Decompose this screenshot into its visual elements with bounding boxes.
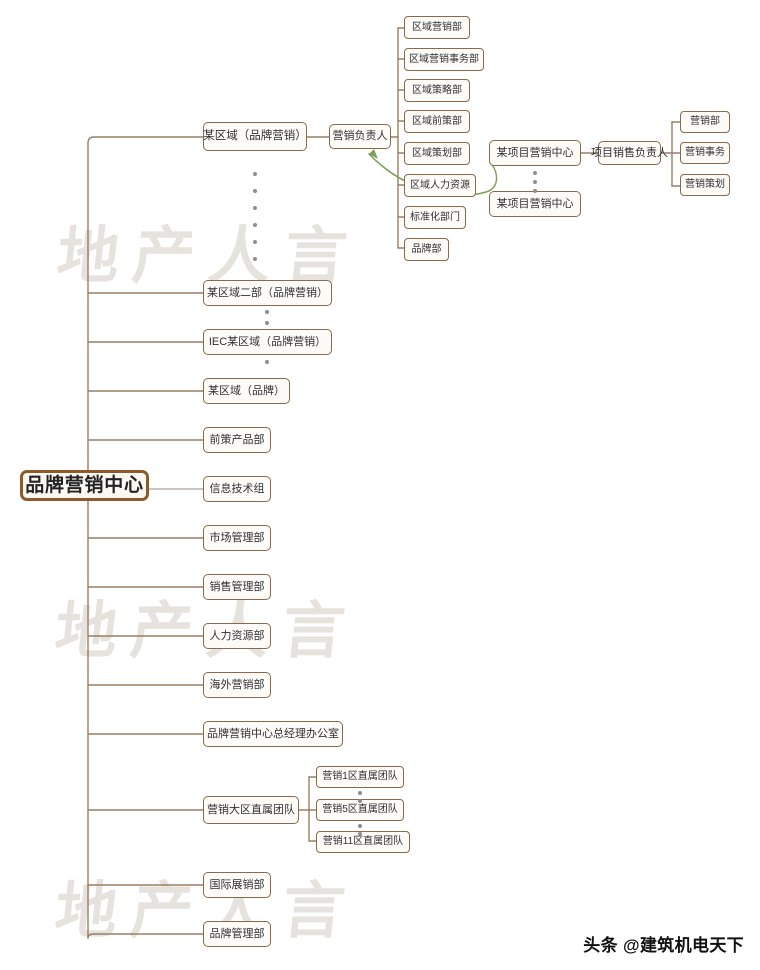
ellipsis-dots-project-centers [533, 171, 537, 193]
branch-node-label: 品牌营销中心总经理办公室 [207, 727, 339, 740]
region-dept-node-regional-hr[interactable]: 区域人力资源 [404, 174, 476, 197]
branch-node-label: 销售管理部 [209, 580, 265, 593]
branch-node-label: 某区域（品牌营销） [203, 129, 307, 142]
root-node-label: 品牌营销中心 [25, 474, 144, 496]
project-center-label: 某项目营销中心 [496, 197, 574, 210]
region-dept-label: 品牌部 [411, 243, 442, 255]
region-dept-node-regional-marketing-affairs[interactable]: 区域营销事务部 [404, 48, 484, 71]
region-dept-label: 区域人力资源 [410, 179, 470, 191]
region-dept-node-regional-pre-strategy[interactable]: 区域前策部 [404, 110, 470, 133]
branch-node-label: 海外营销部 [209, 678, 265, 691]
branch-node-market-management-dept[interactable]: 市场管理部 [203, 525, 271, 551]
marketing-lead-label: 营销负责人 [332, 130, 388, 143]
branch-node-region-brand[interactable]: 某区域（品牌） [203, 378, 290, 404]
region-dept-node-standardization[interactable]: 标准化部门 [404, 206, 466, 229]
regional-team-label: 营销11区直属团队 [322, 836, 404, 848]
branch-node-label: 前策产品部 [209, 433, 265, 446]
region-dept-label: 标准化部门 [410, 211, 460, 223]
branch-node-label: IEC某区域（品牌营销） [208, 335, 327, 348]
ellipsis-dots-regions [253, 172, 257, 261]
branch-node-it-group[interactable]: 信息技术组 [203, 476, 271, 502]
branch-node-label: 品牌管理部 [209, 927, 265, 940]
branch-node-international-exhibition-dept[interactable]: 国际展销部 [203, 872, 271, 898]
branch-node-pre-strategy-product-dept[interactable]: 前策产品部 [203, 427, 271, 453]
region-dept-label: 区域策略部 [412, 84, 462, 96]
region-dept-label: 区域营销部 [412, 21, 462, 33]
branch-node-label: 人力资源部 [209, 629, 265, 642]
branch-node-region-brand-marketing[interactable]: 某区域（品牌营销） [203, 122, 307, 151]
project-sales-lead-label: 项目销售负责人 [591, 146, 668, 159]
project-dept-label: 营销策划 [685, 179, 725, 191]
region-dept-label: 区域前策部 [412, 115, 462, 127]
regional-team-label: 营销1区直属团队 [322, 771, 398, 783]
branch-node-sales-management-dept[interactable]: 销售管理部 [203, 574, 271, 600]
ellipsis-dots-teams-5-11 [358, 824, 362, 836]
project-sales-lead-node[interactable]: 项目销售负责人 [591, 141, 668, 165]
region-dept-node-regional-planning[interactable]: 区域策划部 [404, 142, 470, 165]
branch-node-gm-office[interactable]: 品牌营销中心总经理办公室 [203, 721, 343, 747]
branch-node-label: 某区域二部（品牌营销） [207, 286, 328, 299]
project-center-node-2[interactable]: 某项目营销中心 [489, 191, 581, 217]
project-center-label: 某项目营销中心 [496, 146, 574, 159]
branch-node-label: 营销大区直属团队 [207, 803, 295, 816]
branch-node-iec-region-brand-marketing[interactable]: IEC某区域（品牌营销） [203, 329, 332, 355]
project-dept-label: 营销事务 [685, 147, 725, 159]
ellipsis-dots-iec-region [265, 360, 269, 364]
branch-node-hr-dept[interactable]: 人力资源部 [203, 623, 271, 649]
region-dept-label: 区域策划部 [412, 147, 462, 159]
ellipsis-dots-teams-1-5 [358, 791, 362, 803]
region-dept-label: 区域营销事务部 [409, 53, 479, 65]
branch-node-brand-management-dept[interactable]: 品牌管理部 [203, 921, 271, 947]
project-dept-node-marketing-planning[interactable]: 营销策划 [680, 174, 730, 196]
region-dept-node-regional-marketing[interactable]: 区域营销部 [404, 16, 470, 39]
branch-node-label: 市场管理部 [209, 531, 265, 544]
project-dept-node-marketing-affairs[interactable]: 营销事务 [680, 142, 730, 164]
regional-team-node-1[interactable]: 营销1区直属团队 [316, 766, 404, 788]
project-dept-node-marketing[interactable]: 营销部 [680, 111, 730, 133]
regional-team-label: 营销5区直属团队 [322, 804, 398, 816]
project-center-node-1[interactable]: 某项目营销中心 [489, 140, 581, 166]
region-dept-node-brand[interactable]: 品牌部 [404, 238, 449, 261]
branch-node-marketing-region-direct-teams[interactable]: 营销大区直属团队 [203, 796, 299, 824]
branch-node-label: 信息技术组 [209, 482, 265, 495]
marketing-lead-node[interactable]: 营销负责人 [329, 124, 391, 149]
project-dept-label: 营销部 [690, 116, 720, 128]
regional-team-node-11[interactable]: 营销11区直属团队 [316, 831, 410, 853]
branch-node-overseas-marketing-dept[interactable]: 海外营销部 [203, 672, 271, 698]
branch-node-region-2-brand-marketing[interactable]: 某区域二部（品牌营销） [203, 280, 332, 306]
ellipsis-dots-region2-iec [265, 310, 269, 325]
credit-text: 头条 @建筑机电天下 [583, 936, 744, 955]
root-node-brand-marketing-center[interactable]: 品牌营销中心 [20, 470, 149, 501]
branch-node-label: 某区域（品牌） [208, 384, 285, 397]
branch-node-label: 国际展销部 [209, 878, 265, 891]
region-dept-node-regional-strategy[interactable]: 区域策略部 [404, 79, 470, 102]
